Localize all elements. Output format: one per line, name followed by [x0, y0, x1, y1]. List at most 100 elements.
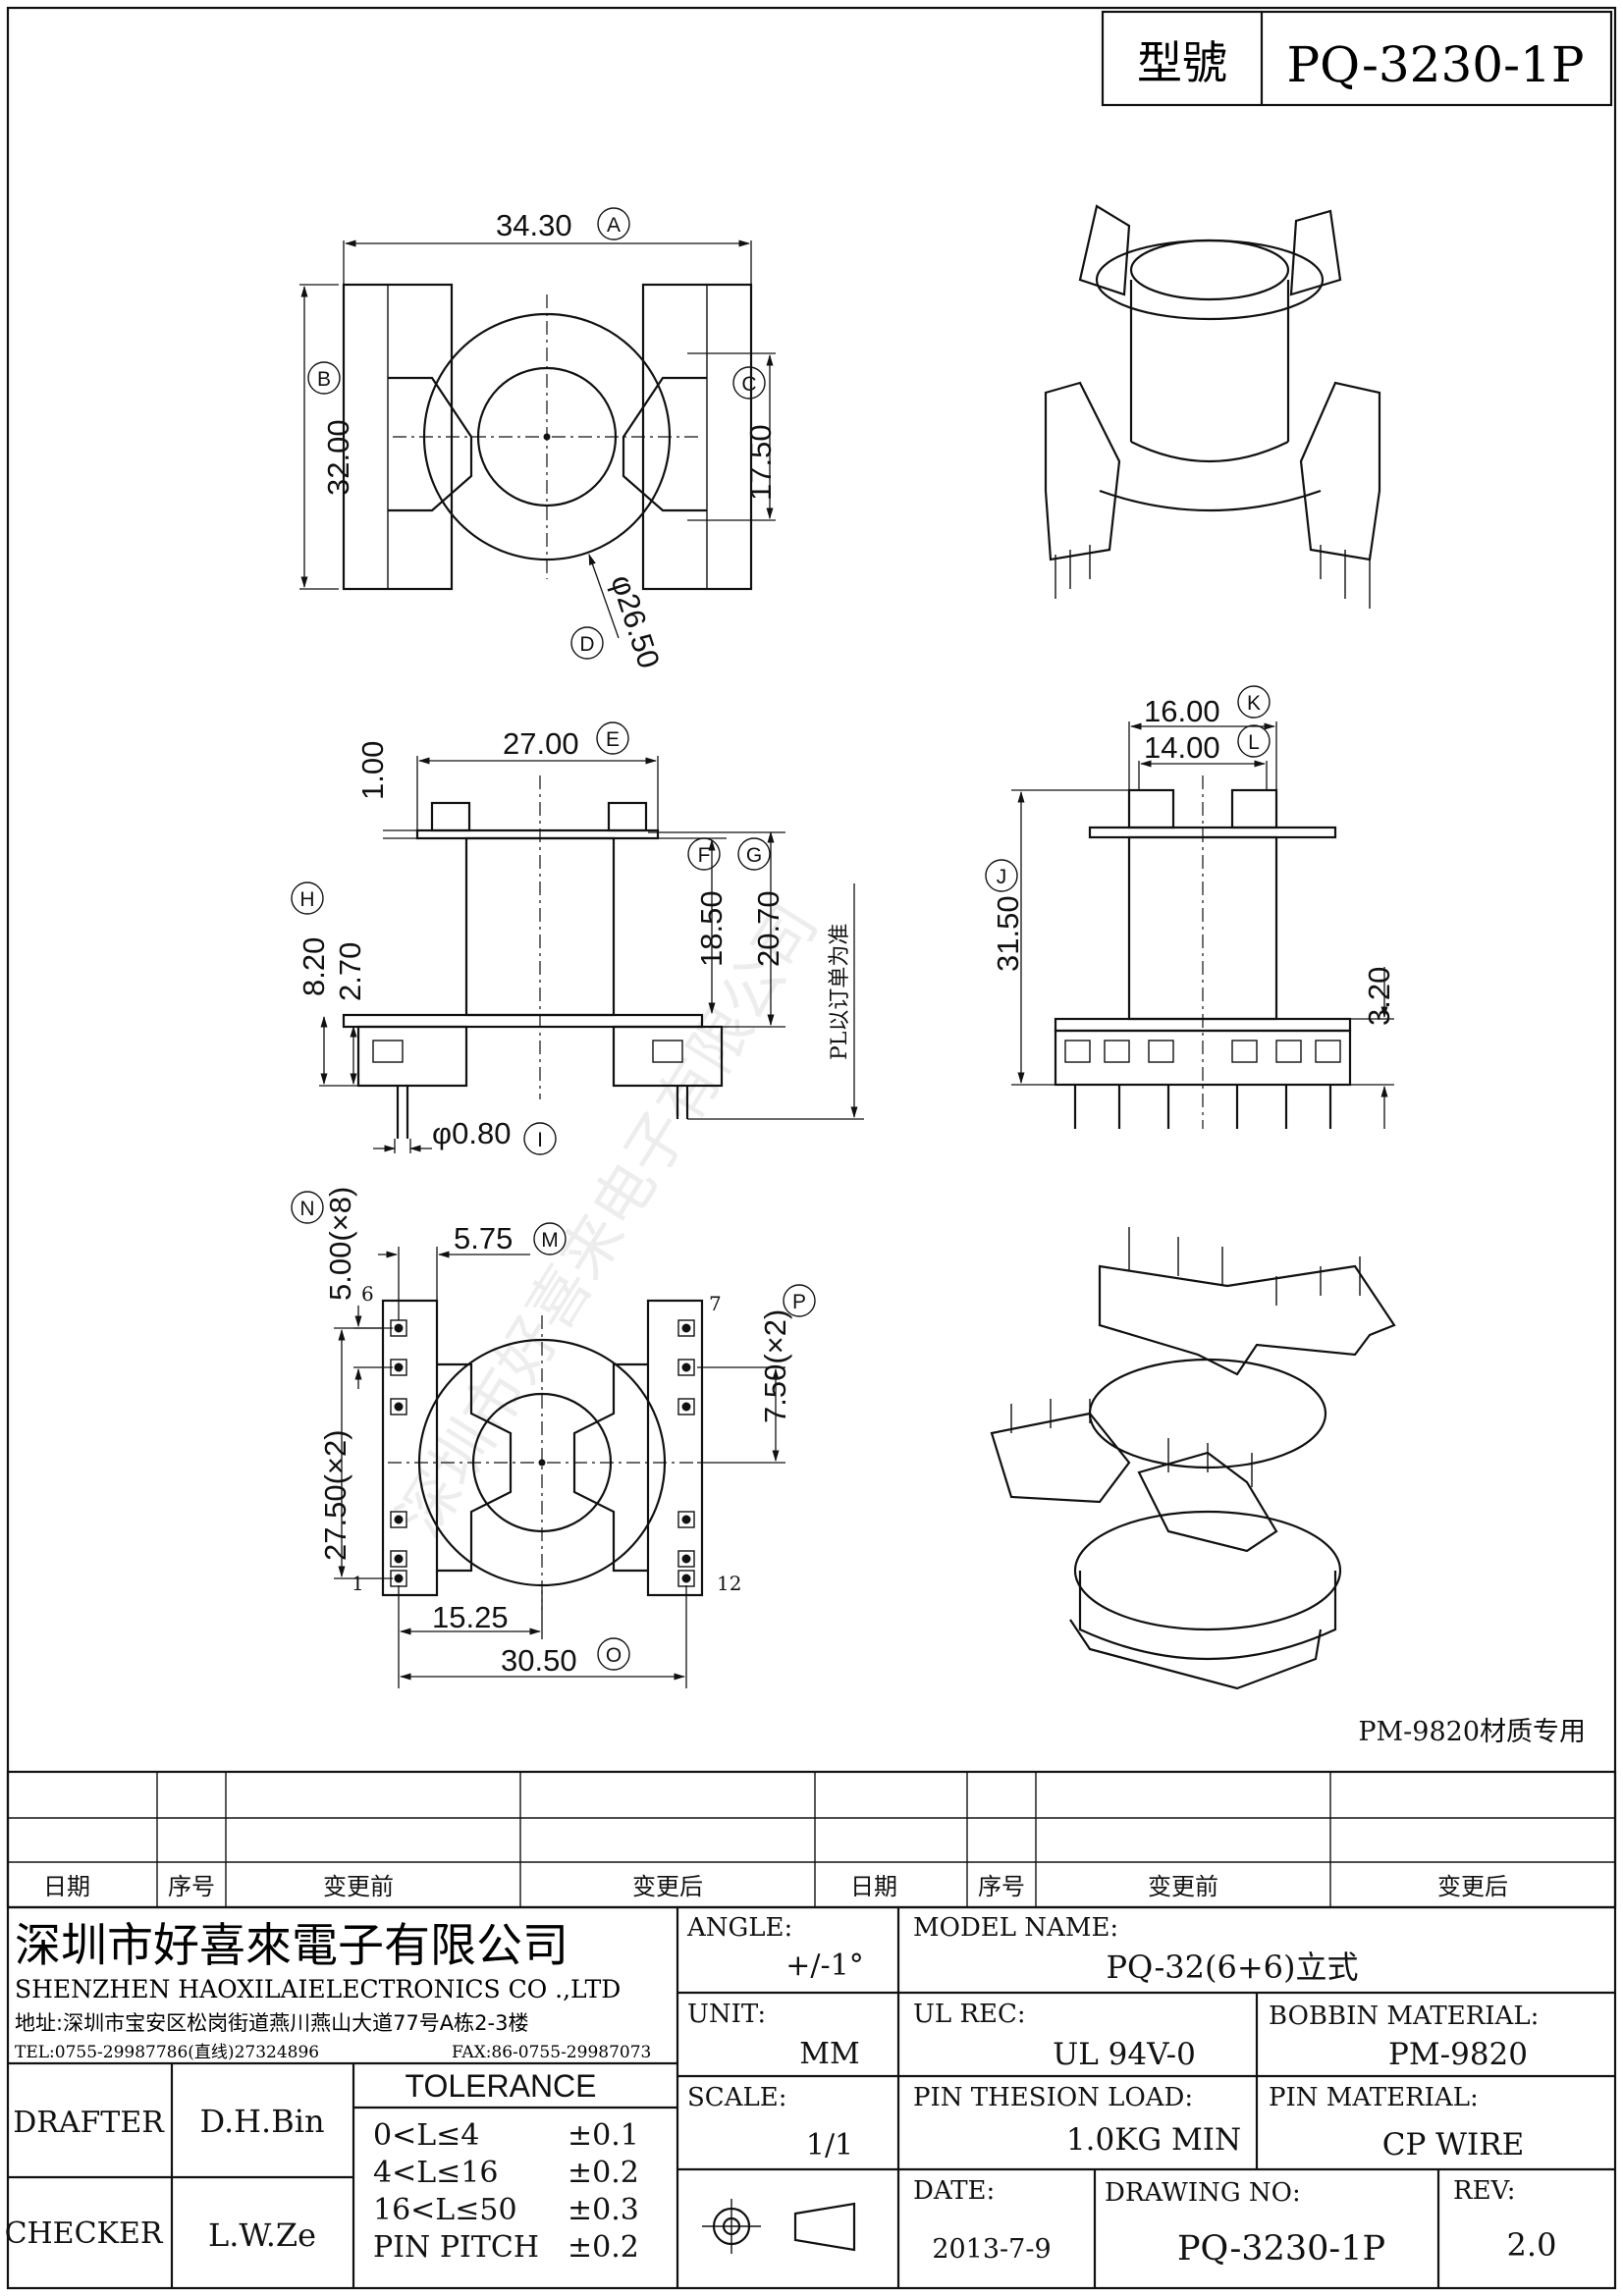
bobbin-material-label: BOBBIN MATERIAL:	[1269, 2002, 1539, 2031]
rev-value: 2.0	[1507, 2226, 1557, 2264]
top-view: 34.30 A 32.00 B 17.50 C φ26.50 D	[299, 207, 778, 672]
tag-g: G	[746, 844, 762, 867]
tolerance-value-4: ±0.2	[568, 2230, 639, 2265]
rev-header-seq: 序号	[168, 1873, 215, 1900]
tag-i: I	[537, 1129, 543, 1151]
side-view: 16.00 K 14.00 L 31.50 J 3.20	[985, 685, 1396, 1129]
pin-thesion-label: PIN THESION LOAD:	[913, 2083, 1193, 2112]
dim-h: 8.20	[297, 937, 331, 996]
dim-i: φ0.80	[432, 1116, 511, 1150]
revision-table: 日期 序号 变更前 变更后 日期 序号 变更前 变更后	[6, 1770, 1617, 1909]
tag-k: K	[1247, 692, 1261, 715]
company-tel: TEL:0755-29987786(直线)27324896	[15, 2043, 319, 2062]
ul-rec-label: UL REC:	[913, 2000, 1026, 2029]
tag-f: F	[698, 844, 711, 867]
angle-value: +/-1°	[785, 1949, 863, 1983]
model-name-value: PQ-32(6+6)立式	[1107, 1949, 1359, 1986]
front-view: 27.00 E 1.00 18.50 F 20.70 G 8.20 H 2.70…	[291, 721, 864, 1155]
dim-n: 5.00(×8)	[323, 1187, 357, 1301]
tolerance-value-1: ±0.1	[568, 2118, 639, 2153]
dim-e: 27.00	[503, 726, 579, 761]
pin-6-label: 6	[361, 1282, 374, 1306]
pin-7-label: 7	[709, 1292, 722, 1315]
tag-e: E	[606, 728, 620, 751]
watermark: 深圳市好喜来电子有限公司	[384, 891, 832, 1549]
drafter-label: DRAFTER	[13, 2106, 165, 2140]
dim-g: 20.70	[751, 890, 785, 967]
rev-header-after: 变更后	[632, 1873, 703, 1900]
dim-1525: 15.25	[432, 1600, 509, 1634]
drawing-no-label: DRAWING NO:	[1105, 2178, 1301, 2208]
tag-m: M	[541, 1229, 559, 1252]
dim-320: 3.20	[1362, 967, 1396, 1026]
company-name-cn: 深圳市好喜來電子有限公司	[15, 1919, 568, 1973]
tag-a: A	[607, 214, 621, 237]
tag-c: C	[741, 373, 756, 396]
model-label: 型號	[1137, 36, 1227, 89]
tolerance-range-4: PIN PITCH	[373, 2230, 539, 2265]
rev-header-date-2: 日期	[850, 1873, 897, 1900]
scale-value: 1/1	[806, 2128, 853, 2163]
pl-note: PL以订单为准	[828, 924, 852, 1060]
dim-top: 1.00	[355, 741, 390, 800]
rev-header-before: 变更前	[323, 1873, 394, 1900]
dim-p: 7.50(×2)	[758, 1309, 792, 1423]
date-value: 2013-7-9	[932, 2234, 1051, 2265]
rev-label: REV:	[1453, 2176, 1515, 2206]
checker-value: L.W.Ze	[208, 2216, 316, 2254]
company-fax: FAX:86-0755-29987073	[452, 2043, 651, 2062]
tag-h: H	[299, 888, 314, 911]
tolerance-range-3: 16<L≤50	[373, 2193, 517, 2227]
model-header: 型號 PQ-3230-1P	[1101, 10, 1613, 107]
company-name-en: SHENZHEN HAOXILAIELECTRONICS CO .,LTD	[15, 1975, 621, 2003]
unit-label: UNIT:	[687, 2000, 766, 2029]
tolerance-value-3: ±0.3	[568, 2193, 639, 2227]
rev-header-date: 日期	[43, 1873, 90, 1900]
model-name-label: MODEL NAME:	[913, 1913, 1118, 1943]
rev-header-after-2: 变更后	[1437, 1873, 1508, 1900]
dim-a: 34.30	[496, 208, 572, 242]
dim-2750: 27.50(×2)	[318, 1429, 352, 1561]
angle-label: ANGLE:	[686, 1913, 792, 1943]
dim-c: 17.50	[743, 424, 778, 501]
pin-material-value: CP WIRE	[1382, 2127, 1525, 2163]
tag-d: D	[579, 633, 594, 656]
bottom-view: 6 7 1 12 5.00(×8) N 5.75 M 7.50(×2) P 27…	[291, 1187, 816, 1688]
rev-header-before-2: 变更前	[1148, 1873, 1218, 1900]
dim-j: 31.50	[991, 895, 1025, 972]
tag-l: L	[1248, 731, 1260, 754]
tag-j: J	[997, 866, 1007, 888]
dim-b: 32.00	[321, 419, 355, 496]
dim-f: 18.50	[694, 890, 729, 967]
company-address: 地址:深圳市宝安区松岗街道燕川燕山大道77号A栋2-3楼	[15, 2011, 528, 2035]
iso-view-bottom	[990, 1227, 1396, 1690]
dim-270: 2.70	[333, 942, 367, 1001]
pin-12-label: 12	[717, 1572, 741, 1595]
drafter-value: D.H.Bin	[199, 2103, 324, 2140]
dim-k: 16.00	[1144, 694, 1220, 728]
drawing-no-value: PQ-3230-1P	[1177, 2229, 1385, 2269]
dim-m: 5.75	[454, 1221, 513, 1255]
model-value: PQ-3230-1P	[1287, 36, 1585, 93]
unit-value: MM	[799, 2037, 859, 2071]
dim-d: φ26.50	[604, 570, 666, 672]
date-label: DATE:	[913, 2176, 995, 2206]
tag-o: O	[606, 1644, 622, 1667]
tag-p: P	[792, 1291, 806, 1313]
checker-label: CHECKER	[5, 2216, 164, 2251]
tolerance-value-2: ±0.2	[568, 2156, 639, 2190]
pin-1-label: 1	[352, 1572, 364, 1595]
scale-label: SCALE:	[687, 2083, 787, 2112]
drawing-border	[6, 6, 1617, 2290]
tag-b: B	[317, 368, 331, 391]
projection-symbol-icon	[702, 2199, 856, 2254]
title-block: 深圳市好喜來電子有限公司 SHENZHEN HAOXILAIELECTRONIC…	[5, 1905, 1615, 2288]
iso-view-top	[1044, 204, 1381, 609]
tolerance-title: TOLERANCE	[405, 2068, 596, 2104]
tolerance-range-1: 0<L≤4	[373, 2118, 479, 2153]
tolerance-range-2: 4<L≤16	[373, 2156, 498, 2190]
dim-o: 30.50	[501, 1643, 577, 1678]
bobbin-material-value: PM-9820	[1388, 2037, 1528, 2072]
pin-thesion-value: 1.0KG MIN	[1066, 2122, 1241, 2158]
